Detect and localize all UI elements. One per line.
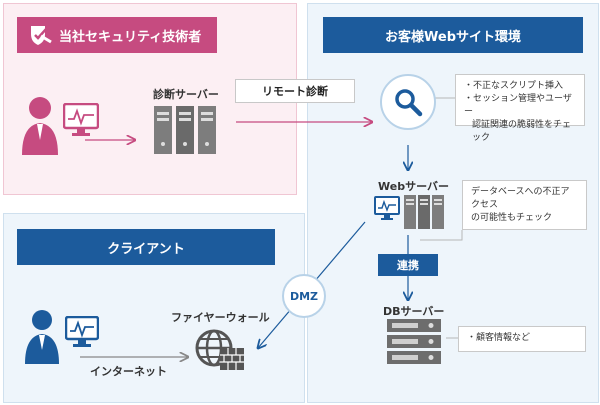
callout-scan-line-2: ・セッション管理やユーザー (464, 94, 572, 117)
callout-scan-line-3: 認証関連の脆弱性をチェック (472, 120, 572, 143)
callout-db-line-1: ・顧客情報など (467, 333, 531, 343)
scan-node (380, 74, 436, 130)
callout-web-line-2: の可能性もチェック (471, 213, 553, 223)
customer-env-title: お客様Webサイト環境 (385, 29, 521, 45)
callout-web: データベースへの不正アクセス の可能性もチェック (462, 180, 587, 230)
callout-scan: ・不正なスクリプト挿入 ・セッション管理やユーザー 認証関連の脆弱性をチェック (455, 74, 585, 143)
callout-db: ・顧客情報など (458, 326, 586, 352)
diag-server-label: 診断サーバー (153, 88, 219, 101)
client-title: クライアント (107, 241, 185, 257)
firewall-icon (195, 329, 244, 370)
callout-line-web (420, 230, 463, 241)
monitor-icon (65, 316, 99, 347)
db-server-label: DBサーバー (383, 305, 445, 318)
remote-diag-box: リモート診断 (235, 79, 355, 103)
firewall-label: ファイヤーウォール (171, 311, 270, 324)
monitor-icon (63, 103, 99, 136)
customer-env-header: お客様Webサイト環境 (323, 17, 583, 53)
database-icon (387, 319, 441, 364)
server-icon (154, 106, 216, 154)
callout-scan-line-1: ・不正なスクリプト挿入 (464, 81, 564, 91)
person-icon (25, 310, 59, 364)
dmz-badge: DMZ (282, 274, 326, 318)
internet-label: インターネット (90, 365, 167, 378)
security-team-title: 当社セキュリティ技術者 (59, 29, 202, 45)
remote-diag-label: リモート診断 (262, 85, 328, 98)
callout-web-line-1: データベースへの不正アクセス (471, 187, 570, 210)
link-label: 連携 (397, 259, 419, 272)
server-icon (404, 195, 444, 229)
web-server-label: Webサーバー (378, 180, 449, 193)
monitor-icon (374, 196, 400, 220)
client-header: クライアント (17, 229, 275, 265)
dmz-label: DMZ (289, 289, 319, 303)
link-badge: 連携 (378, 254, 438, 276)
person-icon (22, 97, 58, 155)
security-team-header: 当社セキュリティ技術者 (17, 17, 217, 53)
shield-icon (31, 26, 52, 45)
magnifier-icon (395, 89, 423, 117)
